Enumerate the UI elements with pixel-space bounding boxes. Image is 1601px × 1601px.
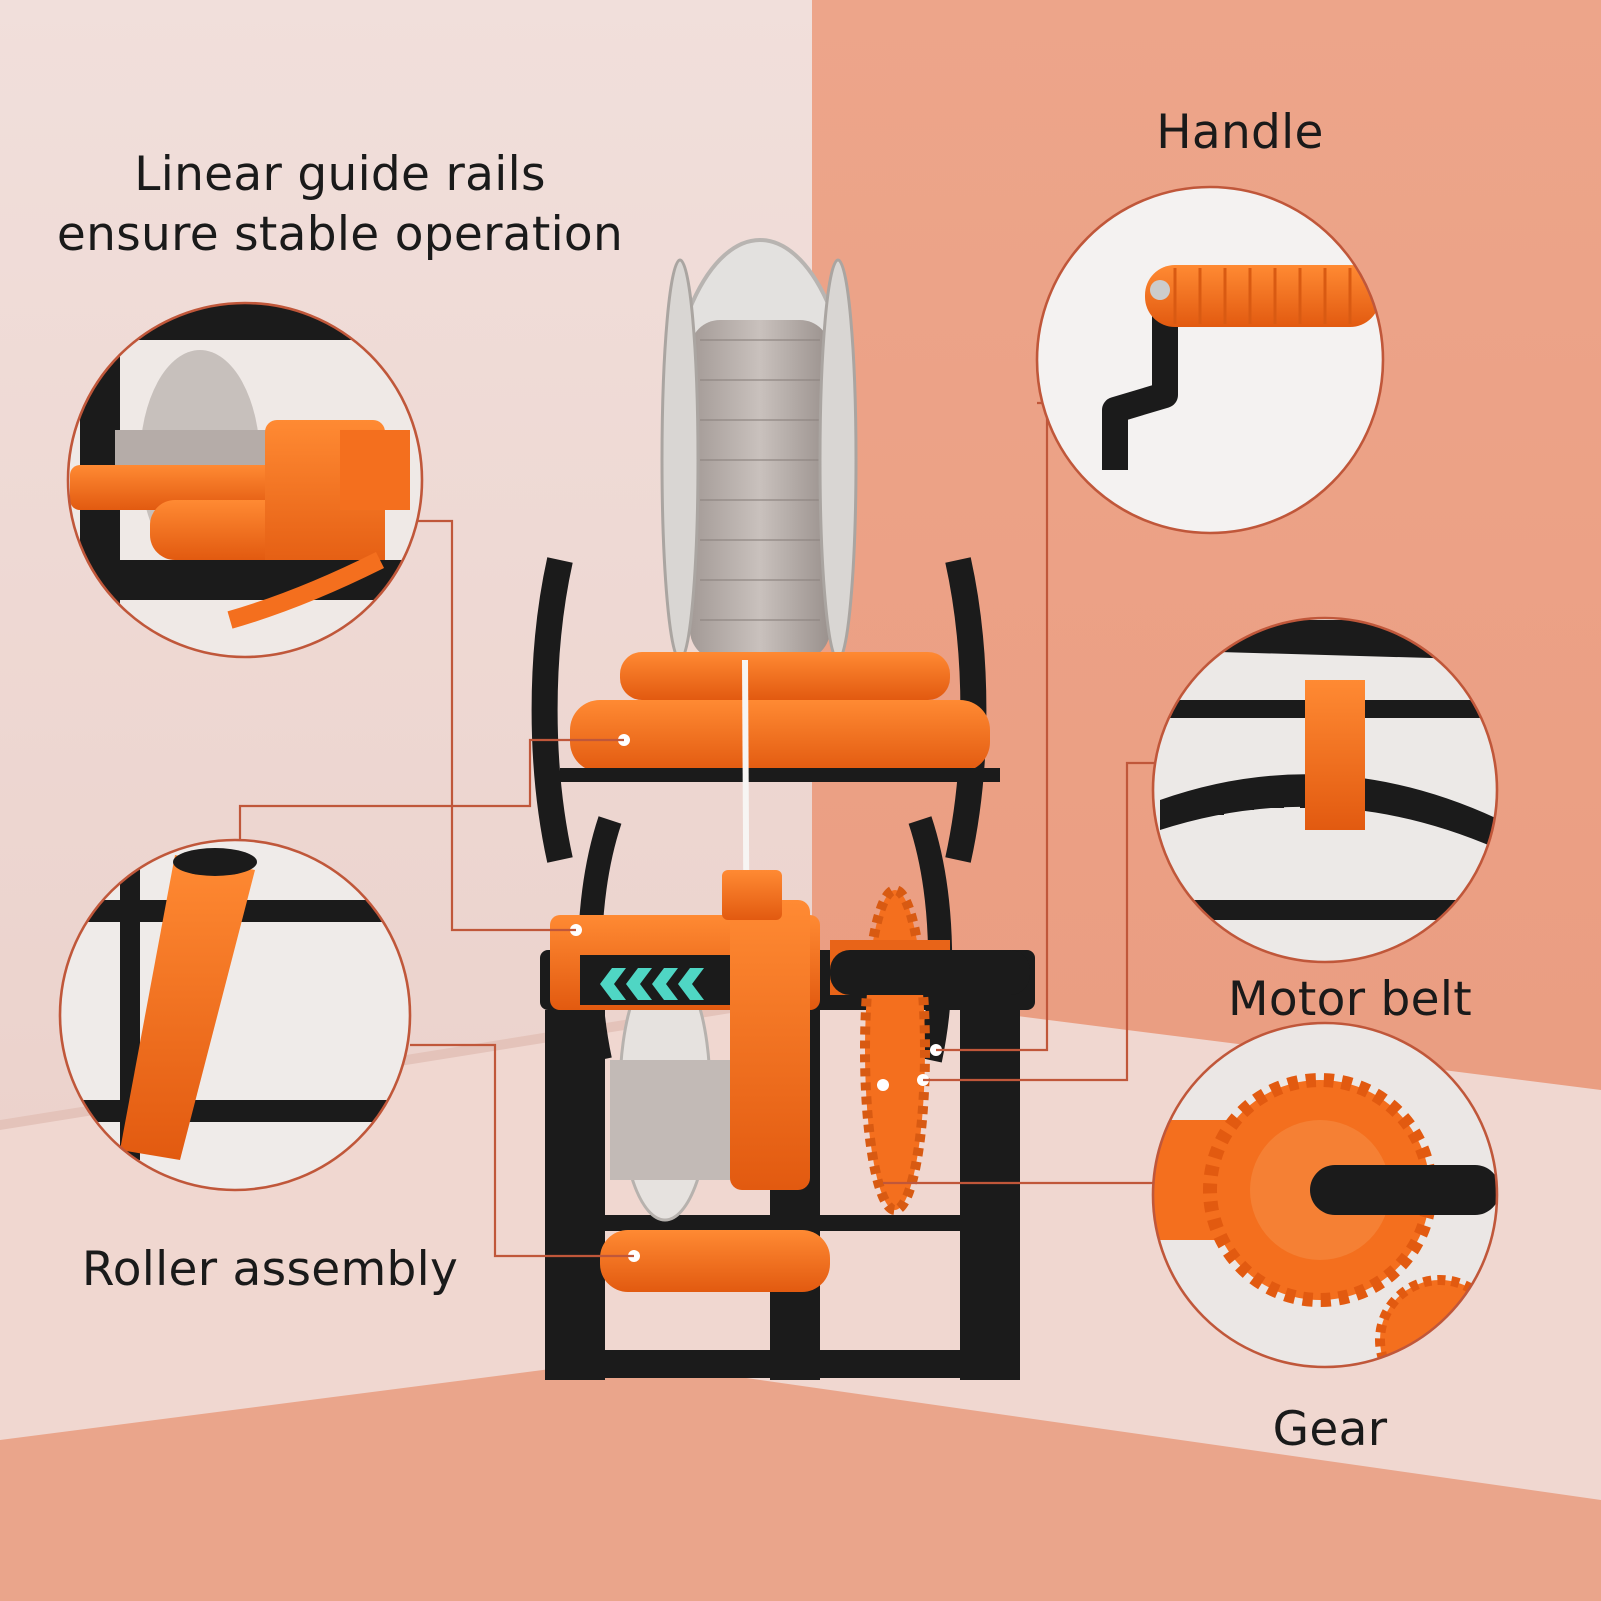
- roller-assembly-label: Roller assembly: [81, 1242, 459, 1297]
- detail-circle-roller: [58, 838, 412, 1192]
- detail-circle-gear: [1151, 1021, 1499, 1369]
- guide-rails-label-line1: Linear guide rails: [134, 147, 546, 202]
- detail-circle-guide-rails: [66, 301, 424, 659]
- detail-circle-handle: [1035, 185, 1385, 535]
- guide-rails-label: Linear guide rails ensure stable operati…: [40, 145, 640, 265]
- detail-circle-motor-belt: [1151, 616, 1499, 964]
- motor-belt-label: Motor belt: [1228, 972, 1472, 1027]
- guide-rails-label-line2: ensure stable operation: [56, 207, 624, 262]
- filament-winder-machine: [531, 238, 1035, 1380]
- handle-label: Handle: [1156, 105, 1324, 160]
- gear-label: Gear: [1272, 1402, 1388, 1457]
